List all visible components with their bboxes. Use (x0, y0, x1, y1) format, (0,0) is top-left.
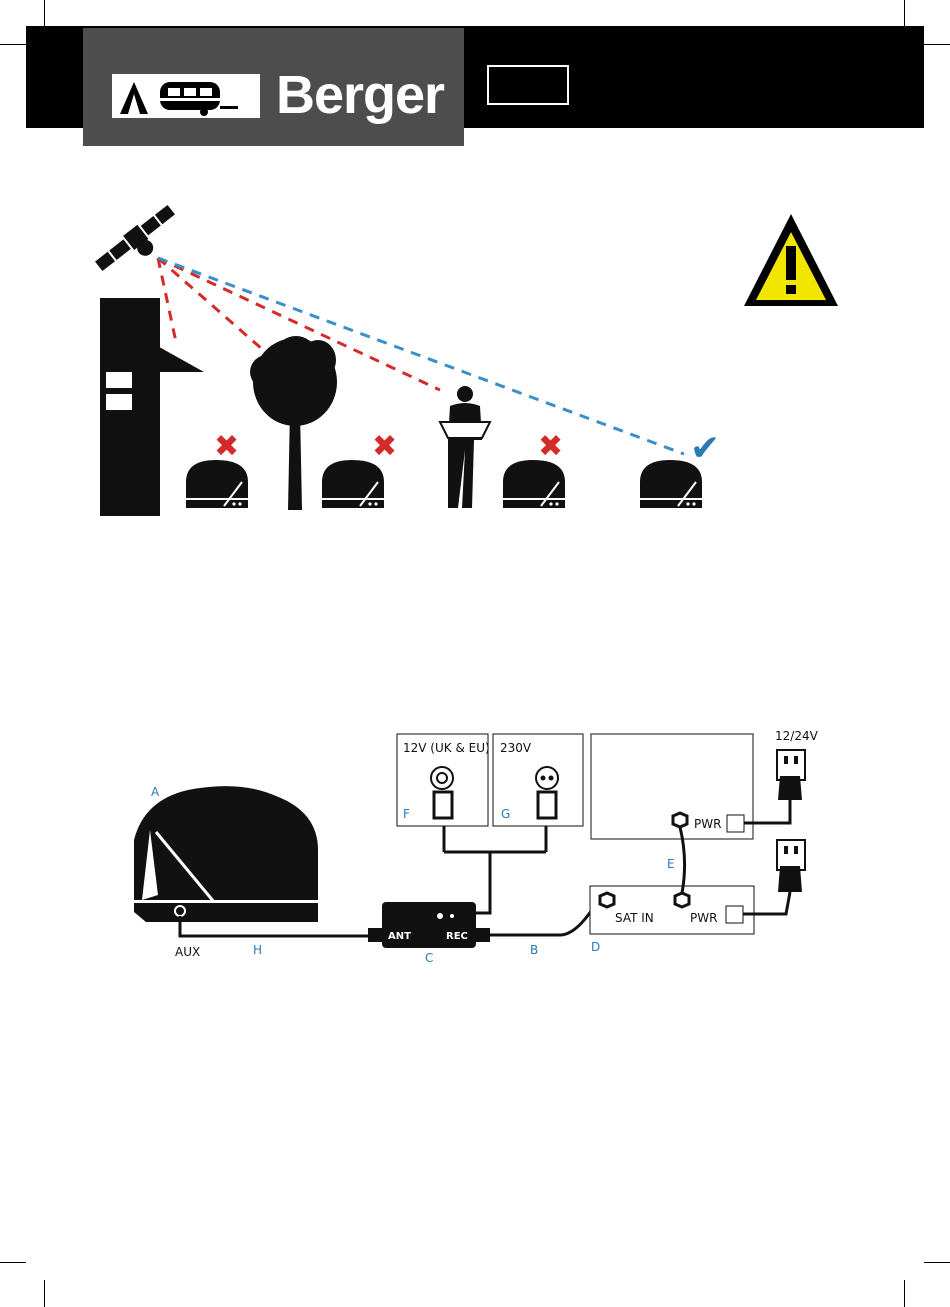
label-supply: 12/24V (775, 729, 819, 743)
label-pwr-top: PWR (694, 817, 721, 831)
ok-mark: ✔ (690, 428, 720, 469)
letter-f: F (403, 807, 410, 821)
satellite-dome (134, 786, 318, 922)
plug-12v-icon (431, 767, 453, 818)
person-obstacle (440, 386, 490, 508)
dome-antenna (186, 460, 248, 508)
letter-b: B (530, 943, 538, 957)
letter-g: G (501, 807, 510, 821)
warning-triangle-icon (744, 214, 838, 306)
blocked-path (158, 258, 270, 356)
blocked-mark: ✖ (372, 429, 397, 464)
signal-paths (158, 258, 684, 454)
label-12v: 12V (UK & EU) (403, 741, 490, 755)
clear-path (158, 258, 684, 454)
letter-e: E (667, 857, 675, 871)
control-box (368, 902, 490, 948)
label-sat-in: SAT IN (615, 911, 654, 925)
label-230v: 230V (500, 741, 532, 755)
label-pwr-bottom: PWR (690, 911, 717, 925)
dome-antenna (322, 460, 384, 508)
blocked-mark: ✖ (538, 429, 563, 464)
letter-a: A (151, 785, 160, 799)
wall-outlet-icon (777, 750, 805, 800)
label-aux: AUX (175, 945, 200, 959)
dome-antenna (503, 460, 565, 508)
letter-h: H (253, 943, 262, 957)
satellite-icon (93, 203, 185, 284)
wall-outlet-icon (777, 840, 805, 892)
label-rec: REC (446, 931, 468, 942)
letter-c: C (425, 951, 433, 965)
blocked-mark: ✖ (214, 429, 239, 464)
label-ant: ANT (388, 931, 411, 942)
plug-230v-icon (536, 767, 558, 818)
letter-d: D (591, 940, 600, 954)
